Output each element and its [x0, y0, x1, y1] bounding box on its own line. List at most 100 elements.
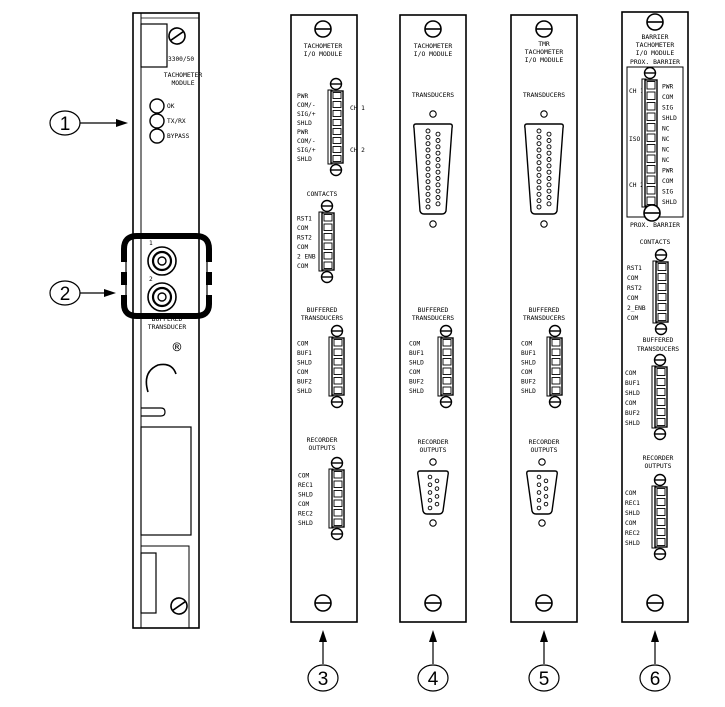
p3-contacts-top-screw-icon — [320, 199, 334, 213]
terminal-cell — [333, 490, 343, 498]
terminal-label: COM — [298, 501, 309, 508]
terminal-cell — [656, 388, 666, 396]
terminal-label: RST1 — [627, 265, 642, 272]
mount-hole-icon — [429, 519, 437, 527]
callout-6-arrow-icon — [651, 630, 659, 642]
bnc-connector-2: 2 — [147, 276, 177, 312]
bottom-label-window — [140, 552, 157, 614]
panel-5-recorder-label-1: RECORDER — [529, 438, 560, 446]
callout-5-number: 5 — [539, 669, 550, 690]
label-window — [140, 426, 192, 536]
terminal-label: COM — [625, 490, 636, 497]
terminal-cell — [656, 528, 666, 536]
terminal-cell — [646, 133, 656, 142]
terminal-label: SIG/+ — [297, 147, 316, 154]
panel-barrier-tachometer-io: BARRIER TACHOMETER I/O MODULE PROX. BARR… — [621, 11, 689, 623]
callout-6-number: 6 — [650, 669, 661, 690]
terminal-cell — [332, 128, 342, 135]
panel-6-buffered-label-1: BUFFERED — [643, 336, 674, 344]
terminal-cell — [551, 377, 561, 385]
mount-hole-icon — [429, 458, 437, 466]
terminal-label: PWR — [662, 84, 673, 91]
panel-6-title-2: TACHOMETER — [636, 41, 675, 49]
panel-3-bottom-screw-icon — [314, 594, 332, 612]
terminal-cell — [646, 186, 656, 195]
panel-5-bottom-screw-icon — [535, 594, 553, 612]
terminal-cell — [656, 488, 666, 496]
panel-6-recorder-label-1: RECORDER — [643, 454, 674, 462]
terminal-cell — [646, 144, 656, 153]
buffered-transducer-label-2: TRANSDUCER — [148, 323, 187, 331]
terminal-cell — [551, 367, 561, 375]
callout-6: 6 — [639, 630, 671, 692]
p3-top-bottom-screw-icon — [329, 163, 343, 177]
panel-4-buffered-label-1: BUFFERED — [418, 306, 449, 314]
terminal-label: BUF2 — [297, 379, 312, 386]
p3-recorder-top-screw-icon — [330, 456, 344, 470]
callout-4: 4 — [417, 630, 449, 692]
buffered-transducer-connectors: 1 2 BUFFERED TRANSDUCER — [121, 233, 212, 331]
panel-6-top-screw-icon — [646, 13, 664, 31]
dsub-shell-icon — [417, 470, 449, 515]
panel-4-transducer-dsub-connector — [413, 110, 453, 228]
terminal-cell — [551, 386, 561, 394]
p4-buffered-bottom-screw-icon — [439, 395, 453, 409]
p5-buffered-top-screw-icon — [548, 324, 562, 338]
terminal-cell — [442, 348, 452, 356]
panel-4-title-1: TACHOMETER — [414, 42, 453, 50]
led-ok-label: OK — [167, 103, 175, 110]
callout-1-arrow-icon — [116, 119, 128, 127]
terminal-cell — [657, 283, 667, 291]
terminal-cell — [442, 386, 452, 394]
p3-contacts-bottom-screw-icon — [320, 270, 334, 284]
mount-hole-icon — [538, 519, 546, 527]
terminal-label: SHLD — [298, 492, 313, 499]
buffered-transducer-label-1: BUFFERED — [152, 315, 183, 323]
terminal-label: COM/- — [297, 102, 316, 109]
terminal-label: COM — [297, 369, 308, 376]
panel-5-title-1: TMR — [538, 40, 550, 48]
registered-mark: ® — [173, 340, 182, 356]
terminal-cell — [333, 367, 343, 375]
terminal-label: COM — [625, 520, 636, 527]
terminal-label: BUF2 — [409, 379, 424, 386]
mount-hole-icon — [429, 110, 437, 118]
ok-led-icon — [149, 98, 165, 114]
terminal-label: COM — [521, 369, 532, 376]
terminal-cell — [333, 509, 343, 517]
terminal-cell — [333, 358, 343, 366]
panel-3-ch2-tag: CH 2 — [350, 147, 365, 154]
module-front-panel: 3300/50 TACHOMETER MODULE OK TX/RX BYPAS… — [121, 12, 212, 629]
terminal-cell — [646, 123, 656, 132]
terminal-label: SHLD — [625, 510, 640, 517]
callout-5-arrow-icon — [540, 630, 548, 642]
terminal-label: COM — [298, 473, 309, 480]
panel-4-recorder-label-1: RECORDER — [418, 438, 449, 446]
panel-3-recorder-label-2: OUTPUTS — [309, 444, 336, 452]
callout-3-arrow-icon — [319, 630, 327, 642]
bottom-callouts: 3 4 5 6 — [307, 630, 671, 692]
panel-3-recorder-label-1: RECORDER — [307, 436, 338, 444]
terminal-label: SHLD — [521, 388, 536, 395]
callout-6-circle-icon — [639, 664, 671, 692]
panel-6-ch2-tag: CH 2 — [629, 182, 644, 189]
terminal-label: SIG — [662, 189, 673, 196]
led-bypass-label: BYPASS — [167, 133, 190, 140]
mount-hole-icon — [429, 220, 437, 228]
terminal-cell — [656, 498, 666, 506]
terminal-cell — [646, 175, 656, 184]
terminal-label: 2 ENB — [297, 254, 316, 261]
terminal-label: REC1 — [298, 482, 313, 489]
panel-6-bottom-screw-icon — [646, 594, 664, 612]
terminal-label: COM — [521, 341, 532, 348]
module-title-line-1: TACHOMETER — [164, 71, 203, 79]
panel-6-barrier-top-label: PROX. BARRIER — [630, 58, 680, 66]
callout-1-number: 1 — [60, 114, 71, 135]
terminal-label: COM — [627, 275, 638, 282]
terminal-label: NC — [662, 157, 670, 164]
p3-recorder-bottom-screw-icon — [330, 527, 344, 541]
terminal-cell — [656, 378, 666, 386]
